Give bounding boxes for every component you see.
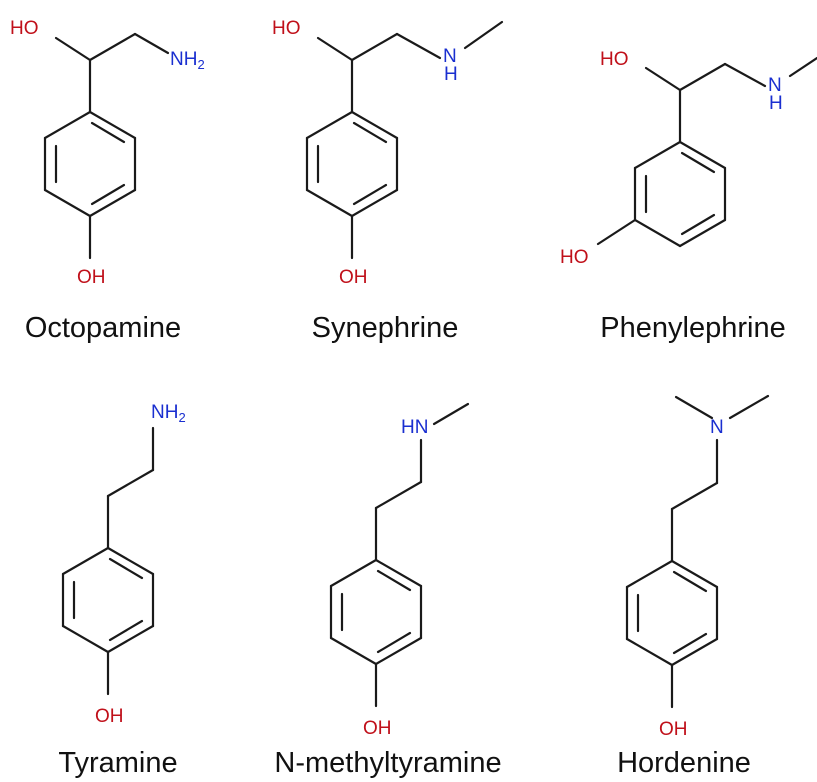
atom-label-amine-h: H bbox=[444, 64, 458, 85]
atom-label-phenol: OH bbox=[659, 719, 688, 740]
bond bbox=[678, 140, 727, 170]
bond bbox=[596, 218, 637, 246]
molecule-phenylephrine: HO N H HO Phenylephrine bbox=[560, 49, 817, 344]
bond bbox=[350, 110, 399, 140]
bond bbox=[90, 183, 126, 206]
atom-label-phenol: OH bbox=[363, 718, 392, 739]
n-methyltyramine-bonds bbox=[329, 402, 470, 708]
bond bbox=[463, 20, 504, 50]
octopamine-bonds bbox=[43, 32, 170, 260]
bond bbox=[106, 624, 155, 654]
bond bbox=[374, 558, 423, 588]
bond bbox=[376, 569, 412, 592]
bond bbox=[644, 66, 682, 92]
bond bbox=[633, 140, 682, 170]
atom-label-amine-n: N bbox=[443, 46, 457, 67]
bond bbox=[88, 32, 137, 62]
bond bbox=[43, 188, 92, 218]
bond bbox=[350, 32, 399, 62]
atom-label-phenol: OH bbox=[339, 267, 368, 288]
bond bbox=[305, 188, 354, 218]
bond bbox=[672, 570, 708, 593]
bond bbox=[329, 636, 378, 666]
bond bbox=[108, 557, 144, 580]
atom-label-phenol: OH bbox=[95, 706, 124, 727]
molecule-name-synephrine: Synephrine bbox=[312, 312, 459, 344]
bond bbox=[788, 56, 817, 78]
bond bbox=[316, 36, 354, 62]
bond bbox=[352, 183, 388, 206]
bond bbox=[374, 480, 423, 510]
bond bbox=[305, 110, 354, 140]
bond bbox=[674, 395, 714, 420]
bond bbox=[680, 151, 716, 174]
bond bbox=[133, 32, 170, 55]
bond bbox=[395, 32, 442, 60]
bond bbox=[352, 121, 388, 144]
bond bbox=[88, 188, 137, 218]
bond bbox=[374, 636, 423, 666]
atom-label-amine: NH2 bbox=[151, 402, 186, 425]
bond bbox=[108, 619, 144, 642]
molecule-name-phenylephrine: Phenylephrine bbox=[600, 312, 785, 344]
bond bbox=[350, 188, 399, 218]
bond bbox=[432, 402, 470, 426]
molecule-synephrine: HO N H OH Synephrine bbox=[272, 18, 504, 344]
bond bbox=[376, 631, 412, 654]
atom-label-phenol: OH bbox=[77, 267, 106, 288]
atom-label-amine: HN bbox=[401, 417, 428, 438]
bond bbox=[61, 546, 110, 576]
atom-label-hydroxyl: HO bbox=[600, 49, 629, 70]
phenylephrine-bonds bbox=[596, 56, 817, 248]
bond bbox=[672, 632, 708, 655]
atom-label-amine-n: N bbox=[710, 417, 724, 438]
bond bbox=[678, 218, 727, 248]
bond bbox=[633, 218, 682, 248]
bond bbox=[670, 559, 719, 589]
bond bbox=[61, 624, 110, 654]
bond bbox=[670, 637, 719, 667]
molecule-name-hordenine: Hordenine bbox=[617, 747, 751, 779]
bond bbox=[678, 62, 727, 92]
bond bbox=[90, 121, 126, 144]
bond bbox=[54, 36, 92, 62]
molecule-name-octopamine: Octopamine bbox=[25, 312, 181, 344]
bond bbox=[88, 110, 137, 140]
bond bbox=[625, 637, 674, 667]
molecule-name-tyramine: Tyramine bbox=[58, 747, 177, 779]
molecule-hordenine: N OH Hordenine bbox=[617, 394, 770, 779]
molecule-n-methyltyramine: HN OH N-methyltyramine bbox=[274, 402, 502, 779]
atom-label-hydroxyl: HO bbox=[10, 18, 39, 39]
atom-label-amine-h: H bbox=[769, 93, 783, 114]
bond bbox=[728, 394, 770, 420]
bond bbox=[106, 546, 155, 576]
tyramine-bonds bbox=[61, 426, 155, 696]
molecule-tyramine: NH2 OH Tyramine bbox=[58, 402, 185, 779]
synephrine-bonds bbox=[305, 20, 504, 260]
bond bbox=[625, 559, 674, 589]
bond bbox=[106, 468, 155, 498]
bond bbox=[670, 481, 719, 511]
bond bbox=[723, 62, 767, 88]
molecule-octopamine: HO NH2 OH Octopamine bbox=[10, 18, 205, 344]
atom-label-phenol: HO bbox=[560, 247, 589, 268]
atom-label-amine-n: N bbox=[768, 75, 782, 96]
bond bbox=[680, 213, 716, 236]
bond bbox=[329, 558, 378, 588]
atom-label-amine: NH2 bbox=[170, 49, 205, 72]
atom-label-hydroxyl: HO bbox=[272, 18, 301, 39]
molecule-name-n-methyltyramine: N-methyltyramine bbox=[274, 747, 501, 779]
bond bbox=[43, 110, 92, 140]
hordenine-bonds bbox=[625, 394, 770, 709]
